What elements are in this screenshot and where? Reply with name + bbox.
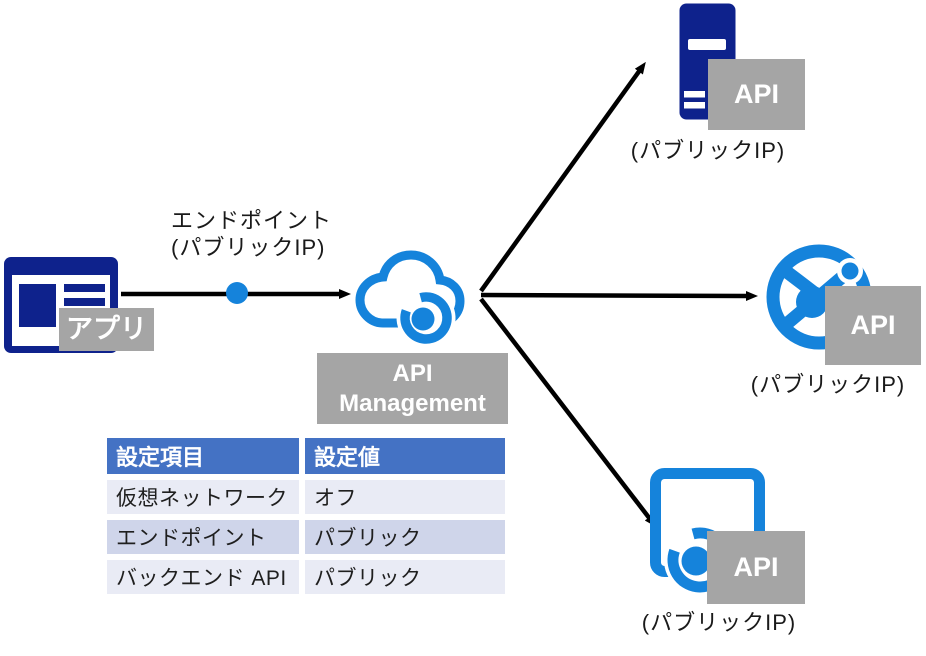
settings-table-header-item: 設定項目 bbox=[107, 438, 299, 474]
table-row: バックエンド API パブリック bbox=[107, 560, 505, 594]
app-label: アプリ bbox=[59, 308, 154, 351]
table-row: 仮想ネットワーク オフ bbox=[107, 480, 505, 514]
table-cell-item: エンドポイント bbox=[107, 520, 299, 554]
endpoint-dot bbox=[226, 282, 248, 304]
public-ip-label-server: (パブリックIP) bbox=[630, 138, 786, 163]
public-ip-label-appservice: (パブリックIP) bbox=[641, 610, 797, 635]
api-label-server-text: API bbox=[733, 78, 779, 109]
api-label-appservice: API bbox=[707, 531, 805, 604]
table-cell-item: 仮想ネットワーク bbox=[107, 480, 299, 514]
settings-table: 設定項目 設定値 仮想ネットワーク オフ エンドポイント パブリック バックエン… bbox=[107, 438, 505, 600]
api-label-appservice-text: API bbox=[733, 551, 779, 582]
arrow-apim-to-globe bbox=[480, 290, 758, 301]
api-label-server: API bbox=[708, 59, 805, 130]
arrow-apim-to-server bbox=[479, 61, 646, 293]
api-management-label-text: API Management bbox=[339, 359, 486, 417]
api-management-cloud-icon bbox=[355, 250, 465, 348]
endpoint-annotation-line1: エンドポイント bbox=[171, 208, 333, 233]
table-cell-value: パブリック bbox=[305, 560, 505, 594]
endpoint-annotation: エンドポイント (パブリックIP) bbox=[171, 207, 371, 261]
api-label-globe: API bbox=[825, 286, 921, 365]
api-label-globe-text: API bbox=[850, 309, 896, 340]
table-row: エンドポイント パブリック bbox=[107, 520, 505, 554]
api-management-label: API Management bbox=[317, 353, 508, 424]
app-label-text: アプリ bbox=[66, 313, 147, 344]
arrow-apim-to-appservice bbox=[479, 297, 657, 527]
public-ip-label-globe: (パブリックIP) bbox=[750, 372, 906, 397]
table-cell-item: バックエンド API bbox=[107, 560, 299, 594]
table-cell-value: オフ bbox=[305, 480, 505, 514]
settings-table-header-value: 設定値 bbox=[305, 438, 505, 474]
settings-table-header-row: 設定項目 設定値 bbox=[107, 438, 505, 474]
table-cell-value: パブリック bbox=[305, 520, 505, 554]
endpoint-annotation-line2: (パブリックIP) bbox=[171, 235, 326, 260]
